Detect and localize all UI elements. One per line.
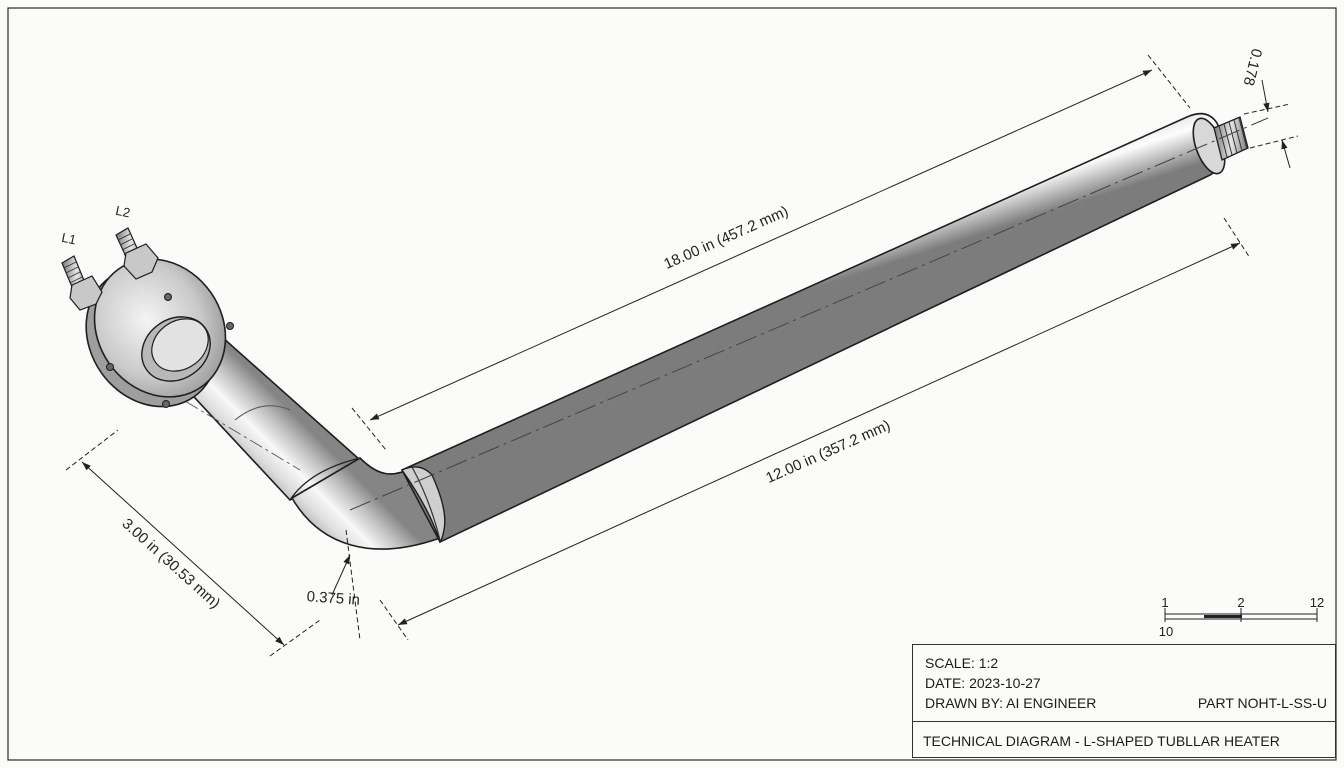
scale-tick-4: 10 <box>1159 624 1173 639</box>
flange <box>85 258 234 408</box>
drawing-title: TECHNICAL DIAGRAM - L-SHAPED TUBLLAR HEA… <box>923 733 1280 749</box>
date-field: DATE: 2023-10-27 <box>925 675 1041 691</box>
scale-tick-3: 12 <box>1310 595 1324 610</box>
vertical-leg-label: 3.00 in (30.53 mm) <box>119 515 224 612</box>
scale-tick-2: 2 <box>1237 595 1244 610</box>
dimension-lines <box>65 54 1299 657</box>
title-block-info: SCALE: 1:2 DATE: 2023-10-27 DRAWN BY: AI… <box>913 645 1335 722</box>
heater-body <box>61 112 1269 550</box>
scale-tick-1: 1 <box>1161 595 1168 610</box>
scale-field: SCALE: 1:2 <box>925 655 999 671</box>
terminal-l2-label: L2 <box>114 203 131 221</box>
drawing-border <box>7 7 1337 761</box>
tube-diameter-label: 0.375 in <box>306 588 360 609</box>
main-tube <box>400 112 1226 544</box>
title-block: SCALE: 1:2 DATE: 2023-10-27 DRAWN BY: AI… <box>912 644 1336 758</box>
terminal-stud-l2 <box>115 227 159 280</box>
part-number-field: PART NOHT-L-SS-U <box>1197 695 1327 711</box>
fitting-diameter-label: 0.178 <box>1240 47 1266 88</box>
scale-bar: 1 2 12 10 <box>1159 595 1324 639</box>
total-length-label: 18.00 in (457.2 mm) <box>661 203 791 273</box>
straight-length-label: 12.00 in (357.2 mm) <box>763 417 893 487</box>
terminal-stud-l1 <box>61 255 103 311</box>
threaded-fitting <box>1213 116 1249 161</box>
drawn-by-field: DRAWN BY: AI ENGINEER <box>925 695 1097 711</box>
terminal-l1-label: L1 <box>60 230 77 248</box>
